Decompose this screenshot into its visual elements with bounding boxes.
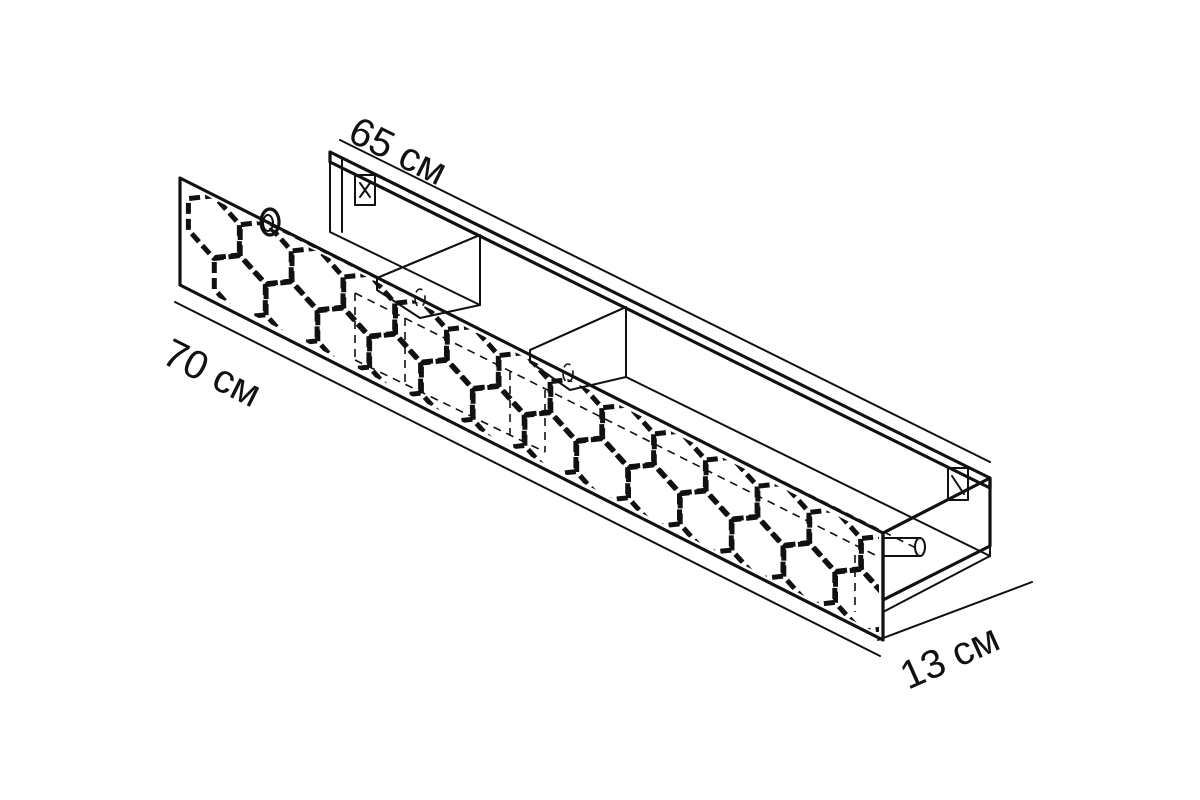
dowel: [884, 537, 926, 557]
dimension-depth-label: 65 см: [342, 109, 454, 194]
divider-right: [529, 306, 627, 391]
hexagon-cell: [418, 356, 475, 425]
hexagon-pattern: [185, 193, 879, 634]
hexagon-cell: [574, 435, 631, 504]
hexagon-cell: [522, 409, 579, 477]
hexagon-cell: [626, 461, 682, 530]
hexagon-cell: [185, 193, 242, 261]
back-panel: [328, 150, 992, 557]
hexagon-cell: [833, 566, 879, 634]
hexagon-cell: [315, 304, 372, 373]
hexagon-cell: [781, 540, 838, 608]
dimension-length-label: 70 см: [156, 331, 268, 416]
hexagon-cell: [263, 278, 320, 347]
hexagon-cell: [211, 252, 268, 321]
dimension-height: 13 см: [877, 581, 1033, 698]
bracket-back-left: [354, 174, 376, 206]
knob: [259, 207, 281, 237]
hexagon-cell: [367, 330, 424, 399]
hexagon-cell: [677, 487, 734, 556]
front-panel: [178, 176, 885, 642]
hexagon-cell: [470, 383, 527, 451]
end-panel-right: [881, 476, 992, 613]
hexagon-cell: [729, 513, 786, 582]
